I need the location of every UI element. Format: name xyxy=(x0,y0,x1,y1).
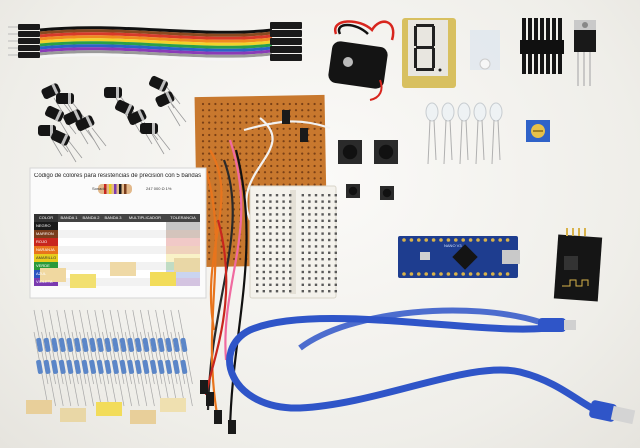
mini-breadboard xyxy=(249,185,337,299)
esp8266-wifi-module xyxy=(553,228,603,302)
color-card-header-band2: BANDA 2 xyxy=(80,214,102,222)
color-card-header-band3: BANDA 3 xyxy=(102,214,124,222)
leds xyxy=(425,102,503,165)
color-card-row-label: AZUL xyxy=(36,271,47,276)
blue-usb-cable xyxy=(226,307,636,425)
color-card-row-label: NEGRO xyxy=(36,223,51,228)
color-card-header-band1: BANDA 1 xyxy=(58,214,80,222)
arduino-silkscreen-label: NANO V3 xyxy=(444,243,462,248)
heatsink xyxy=(470,18,564,74)
color-card-row-label: VIOLETA xyxy=(36,279,53,284)
electrolytic-capacitors xyxy=(38,75,187,163)
voltage-regulator-to220 xyxy=(574,20,596,86)
color-card-row-label: MARRON xyxy=(36,231,54,236)
dupont-jumper-wire-ribbon xyxy=(8,22,302,61)
color-card-serial-label: Sonado xyxy=(92,186,106,191)
arduino-nano-board xyxy=(398,236,520,278)
tactile-pushbuttons xyxy=(338,140,398,200)
loose-jumper-wires xyxy=(200,110,331,434)
color-card-row-label: ROJO xyxy=(36,239,48,244)
color-card-row-label: VERDE xyxy=(36,263,50,268)
color-card-title: Código de colores para resistencias de p… xyxy=(34,173,202,179)
color-card-example-value: 247 000 Ω 1% xyxy=(146,186,172,191)
resistors xyxy=(26,258,200,424)
trimmer-potentiometer xyxy=(526,120,550,142)
seven-segment-display xyxy=(402,18,456,88)
color-card-header-color: COLOR xyxy=(34,214,58,222)
color-card-row-label: AMARILLO xyxy=(36,255,57,260)
color-card-row-label: NARANJA xyxy=(36,247,55,252)
color-card-header-tolerance: TOLERANCIA xyxy=(166,214,200,222)
9v-battery-snap-connector xyxy=(328,20,395,101)
color-card-header-multiplier: MULTIPLICADOR xyxy=(124,214,166,222)
